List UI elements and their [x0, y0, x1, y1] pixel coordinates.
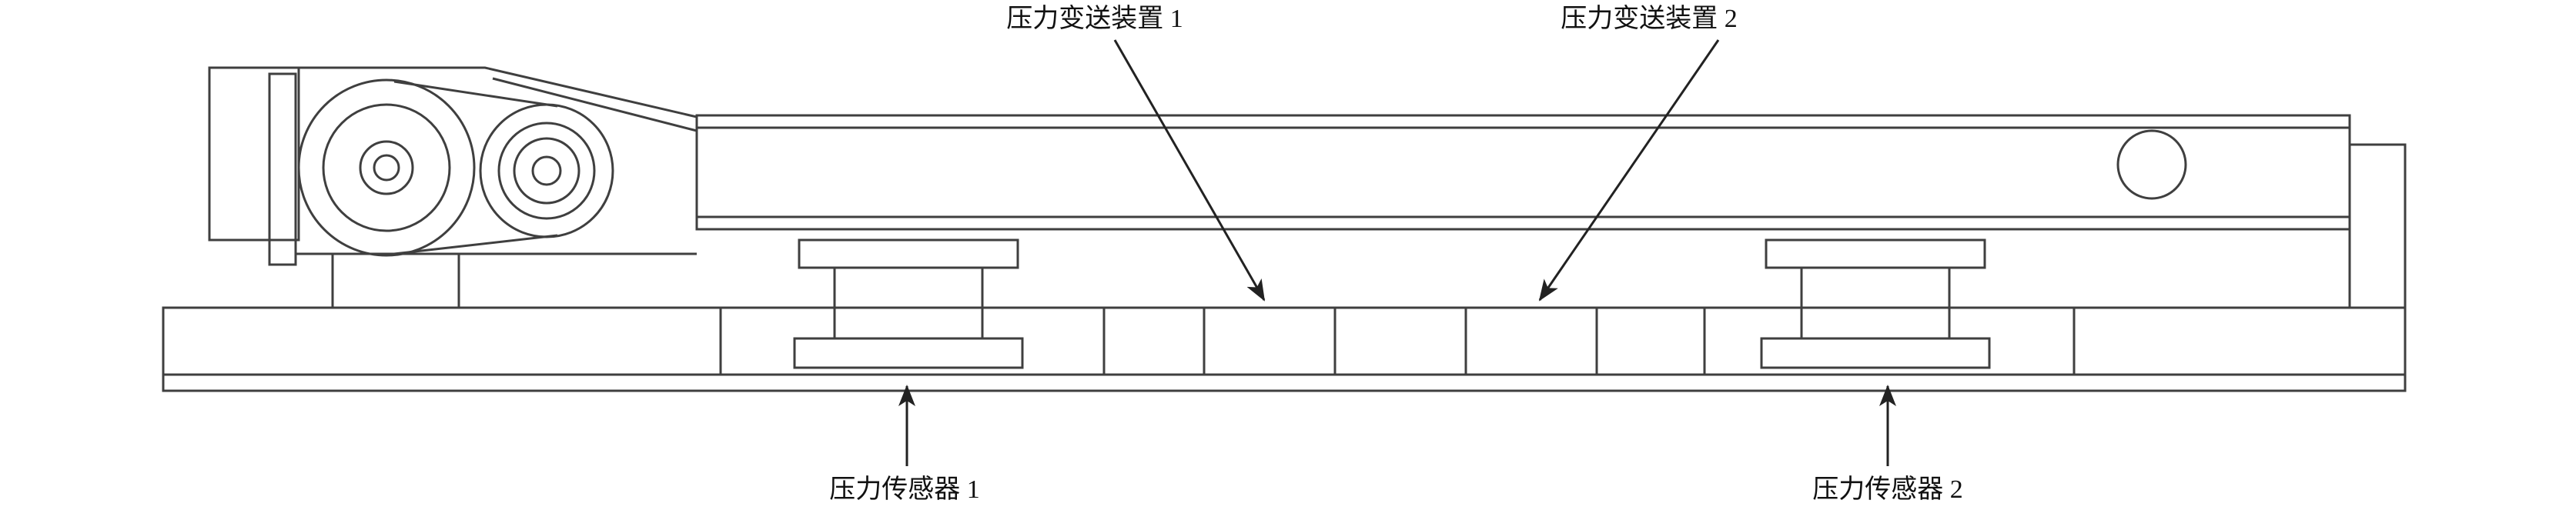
- conveyor-beam: [695, 114, 2407, 309]
- belt-bottom-line: [393, 234, 558, 255]
- idler-pulley: [2116, 129, 2187, 200]
- label-sensor-1: 压力传感器 1: [829, 475, 980, 504]
- left-support-block: [331, 252, 460, 309]
- drive-pulley-assembly: [208, 66, 698, 266]
- drive-pulley-hub: [359, 140, 414, 195]
- leader-arrow-transmitter-1: [1113, 39, 1266, 302]
- base-plate: [162, 306, 2407, 376]
- tension-pulley-inner: [497, 122, 596, 220]
- housing-vertical-plate: [268, 72, 297, 266]
- sensor-2-body: [1800, 266, 1951, 340]
- drive-pulley-shaft: [373, 154, 400, 182]
- tension-pulley-hub: [513, 137, 580, 205]
- label-transmitter-2: 压力变送装置 2: [1561, 5, 1738, 33]
- tension-pulley-outer: [479, 103, 614, 238]
- drive-pulley-outer: [297, 78, 476, 257]
- pressure-sensor-1: [793, 238, 1024, 369]
- sensor-1-bottom-plate: [793, 337, 1024, 369]
- label-transmitter-1: 压力变送装置 1: [1006, 5, 1183, 33]
- belt-top-line: [393, 80, 558, 108]
- sensor-1-body: [833, 266, 984, 340]
- housing-top-edge: [299, 66, 698, 118]
- sensor-2-bottom-plate: [1760, 337, 1991, 369]
- housing-inner-diagonal: [492, 77, 698, 132]
- pressure-sensor-2: [1760, 238, 1991, 369]
- base-bottom-strip: [162, 373, 2407, 392]
- base-structure: [162, 252, 2407, 392]
- leader-arrows: [898, 39, 1896, 466]
- tension-pulley-shaft: [531, 155, 562, 186]
- sensor-1-top-plate: [798, 238, 1019, 269]
- sensor-2-top-plate: [1765, 238, 1986, 269]
- label-sensor-2: 压力传感器 2: [1812, 475, 1963, 504]
- drive-pulley-inner: [322, 103, 451, 232]
- right-end-bracket: [2348, 143, 2407, 309]
- housing-left-box: [208, 66, 300, 242]
- beam-outline: [695, 114, 2351, 231]
- leader-arrow-transmitter-2: [1538, 39, 1720, 302]
